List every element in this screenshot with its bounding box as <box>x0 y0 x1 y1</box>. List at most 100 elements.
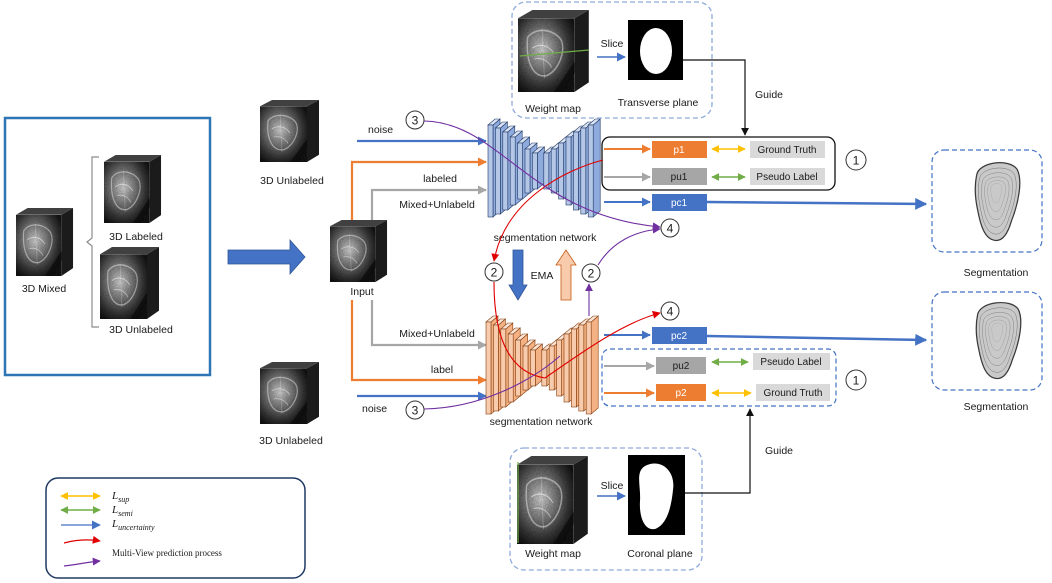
network-block <box>529 343 544 387</box>
legend-sup-symbol: L <box>111 490 118 502</box>
weight-map-top-panel: Slice Weight map Transverse plane <box>511 1 713 119</box>
network-block-front <box>509 136 516 206</box>
network-block-front <box>587 124 594 218</box>
pseudo-label-top-label: Pseudo Label <box>756 172 817 183</box>
legend: Lsup Lsemi Luncertainty Multi-View predi… <box>45 477 306 579</box>
ground-truth-top-box <box>750 141 825 158</box>
marker-number: 1 <box>853 154 860 168</box>
left-panel: 3D Mixed 3D Labeled 3D Unlabeled <box>3 116 212 377</box>
marker-circle <box>660 218 680 238</box>
marker-three-top: 3 <box>405 110 425 130</box>
bottom-loss-frame <box>601 348 837 407</box>
network-block-front <box>558 142 564 200</box>
legend-semi-subscript: semi <box>118 509 133 518</box>
teacher-segmentation-network <box>485 315 600 415</box>
marker-two-left: 2 <box>484 262 504 282</box>
pc2-box <box>652 327 707 344</box>
network-block-front <box>522 345 529 391</box>
weight-map-bottom-frame <box>509 447 703 571</box>
purple-curve-three-bottom <box>423 355 561 410</box>
segmentation-bottom-frame <box>931 291 1043 391</box>
pc1-label: pc1 <box>671 198 688 209</box>
segmentation-bottom: Segmentation <box>931 291 1043 413</box>
red-curve-bottom-net-to-four <box>544 310 661 379</box>
labeled-top-arrow <box>350 157 487 220</box>
marker-four-top: 4 <box>660 218 680 238</box>
mixed-volume-label: 3D Mixed <box>22 283 67 295</box>
marker-number: 4 <box>667 222 674 236</box>
pseudo-label-bottom-label: Pseudo Label <box>760 357 821 368</box>
legend-semi-symbol: L <box>111 504 118 516</box>
unlabeled-volume-image <box>100 247 159 319</box>
p2-box <box>656 384 706 401</box>
red-curve-top-to-two <box>491 159 604 262</box>
p1-box <box>652 141 707 158</box>
labeled-bottom-arrow <box>350 300 487 385</box>
marker-number: 3 <box>412 404 419 418</box>
mixed-unlabeled-bottom-label: Mixed+Unlabeld <box>399 328 475 340</box>
noise-top-label: noise <box>368 124 393 136</box>
segmentation-top-mesh <box>974 162 1021 242</box>
labeled-volume-image <box>104 155 161 223</box>
segmentation-bottom-label: Segmentation <box>964 401 1029 413</box>
marker-number: 4 <box>667 305 674 319</box>
network-block-front <box>573 131 579 211</box>
pu2-label: pu2 <box>673 361 690 372</box>
weight-map-bottom-volume <box>517 456 588 544</box>
legend-sup-text: Lsup <box>111 490 129 504</box>
mixed-volume-image <box>16 208 73 276</box>
p2-label: p2 <box>675 388 687 399</box>
ground-truth-bottom-box <box>756 384 830 401</box>
legend-red-arrow <box>63 535 101 544</box>
bottom-unlabeled-volume-image <box>260 362 319 424</box>
slice-bottom-label: Slice <box>601 480 624 492</box>
marker-number: 1 <box>853 374 860 388</box>
multiview-curves <box>423 120 661 410</box>
bottom-network-label: segmentation network <box>490 416 593 428</box>
network-block-front <box>571 328 577 408</box>
network-block-front <box>548 345 555 391</box>
guide-bottom-arrow <box>685 408 754 494</box>
pc1-to-segmentation-arrow <box>706 197 928 210</box>
marker-circle <box>581 263 601 283</box>
top-network-label: segmentation network <box>494 232 597 244</box>
labeled-volume-label: 3D Labeled <box>109 231 163 243</box>
marker-circle <box>405 400 425 420</box>
pseudo-label-bottom-box <box>753 353 830 370</box>
pc2-label: pc2 <box>671 331 688 342</box>
noise-bottom-label: noise <box>362 403 387 415</box>
ema-label: EMA <box>531 270 554 282</box>
legend-uncertainty-text: Luncertainty <box>111 518 155 532</box>
coronal-mask <box>639 463 674 530</box>
top-output-branch: p1 Ground Truth pu1 Pseudo Label pc1 <box>601 136 928 211</box>
left-panel-frame <box>3 116 212 377</box>
bottom-output-branch: pc2 pu2 Pseudo Label p2 Ground Truth <box>601 327 928 407</box>
weight-map-bottom-panel: Slice Weight map Coronal plane <box>509 447 703 571</box>
unlabeled-volume-label: 3D Unlabeled <box>109 324 173 336</box>
marker-one-bottom: 1 <box>845 369 867 391</box>
top-unlabeled-label: 3D Unlabeled <box>260 175 324 187</box>
network-block-side <box>592 118 601 218</box>
marker-circle <box>484 262 504 282</box>
marker-number: 2 <box>491 266 498 280</box>
network-block-front <box>500 328 507 408</box>
marker-three-bottom: 3 <box>405 400 425 420</box>
segmentation-bottom-mesh <box>975 301 1022 380</box>
weight-map-bottom-label: Weight map <box>525 548 581 560</box>
network-block-front <box>493 324 499 412</box>
marker-circle <box>405 110 425 130</box>
marker-circle <box>845 369 867 391</box>
pseudo-label-top-box <box>750 168 825 185</box>
transverse-plane-label: Transverse plane <box>618 97 699 109</box>
marker-number: 3 <box>412 114 419 128</box>
marker-circle <box>845 149 867 171</box>
weight-map-top-label: Weight map <box>525 103 581 115</box>
network-block-front <box>515 339 521 397</box>
big-flow-arrow <box>227 238 306 276</box>
guide-top-arrow <box>683 59 749 136</box>
network-block <box>587 118 602 218</box>
p1-label: p1 <box>673 145 685 156</box>
network-block-front <box>507 333 514 403</box>
coronal-plane-label: Coronal plane <box>627 548 693 560</box>
